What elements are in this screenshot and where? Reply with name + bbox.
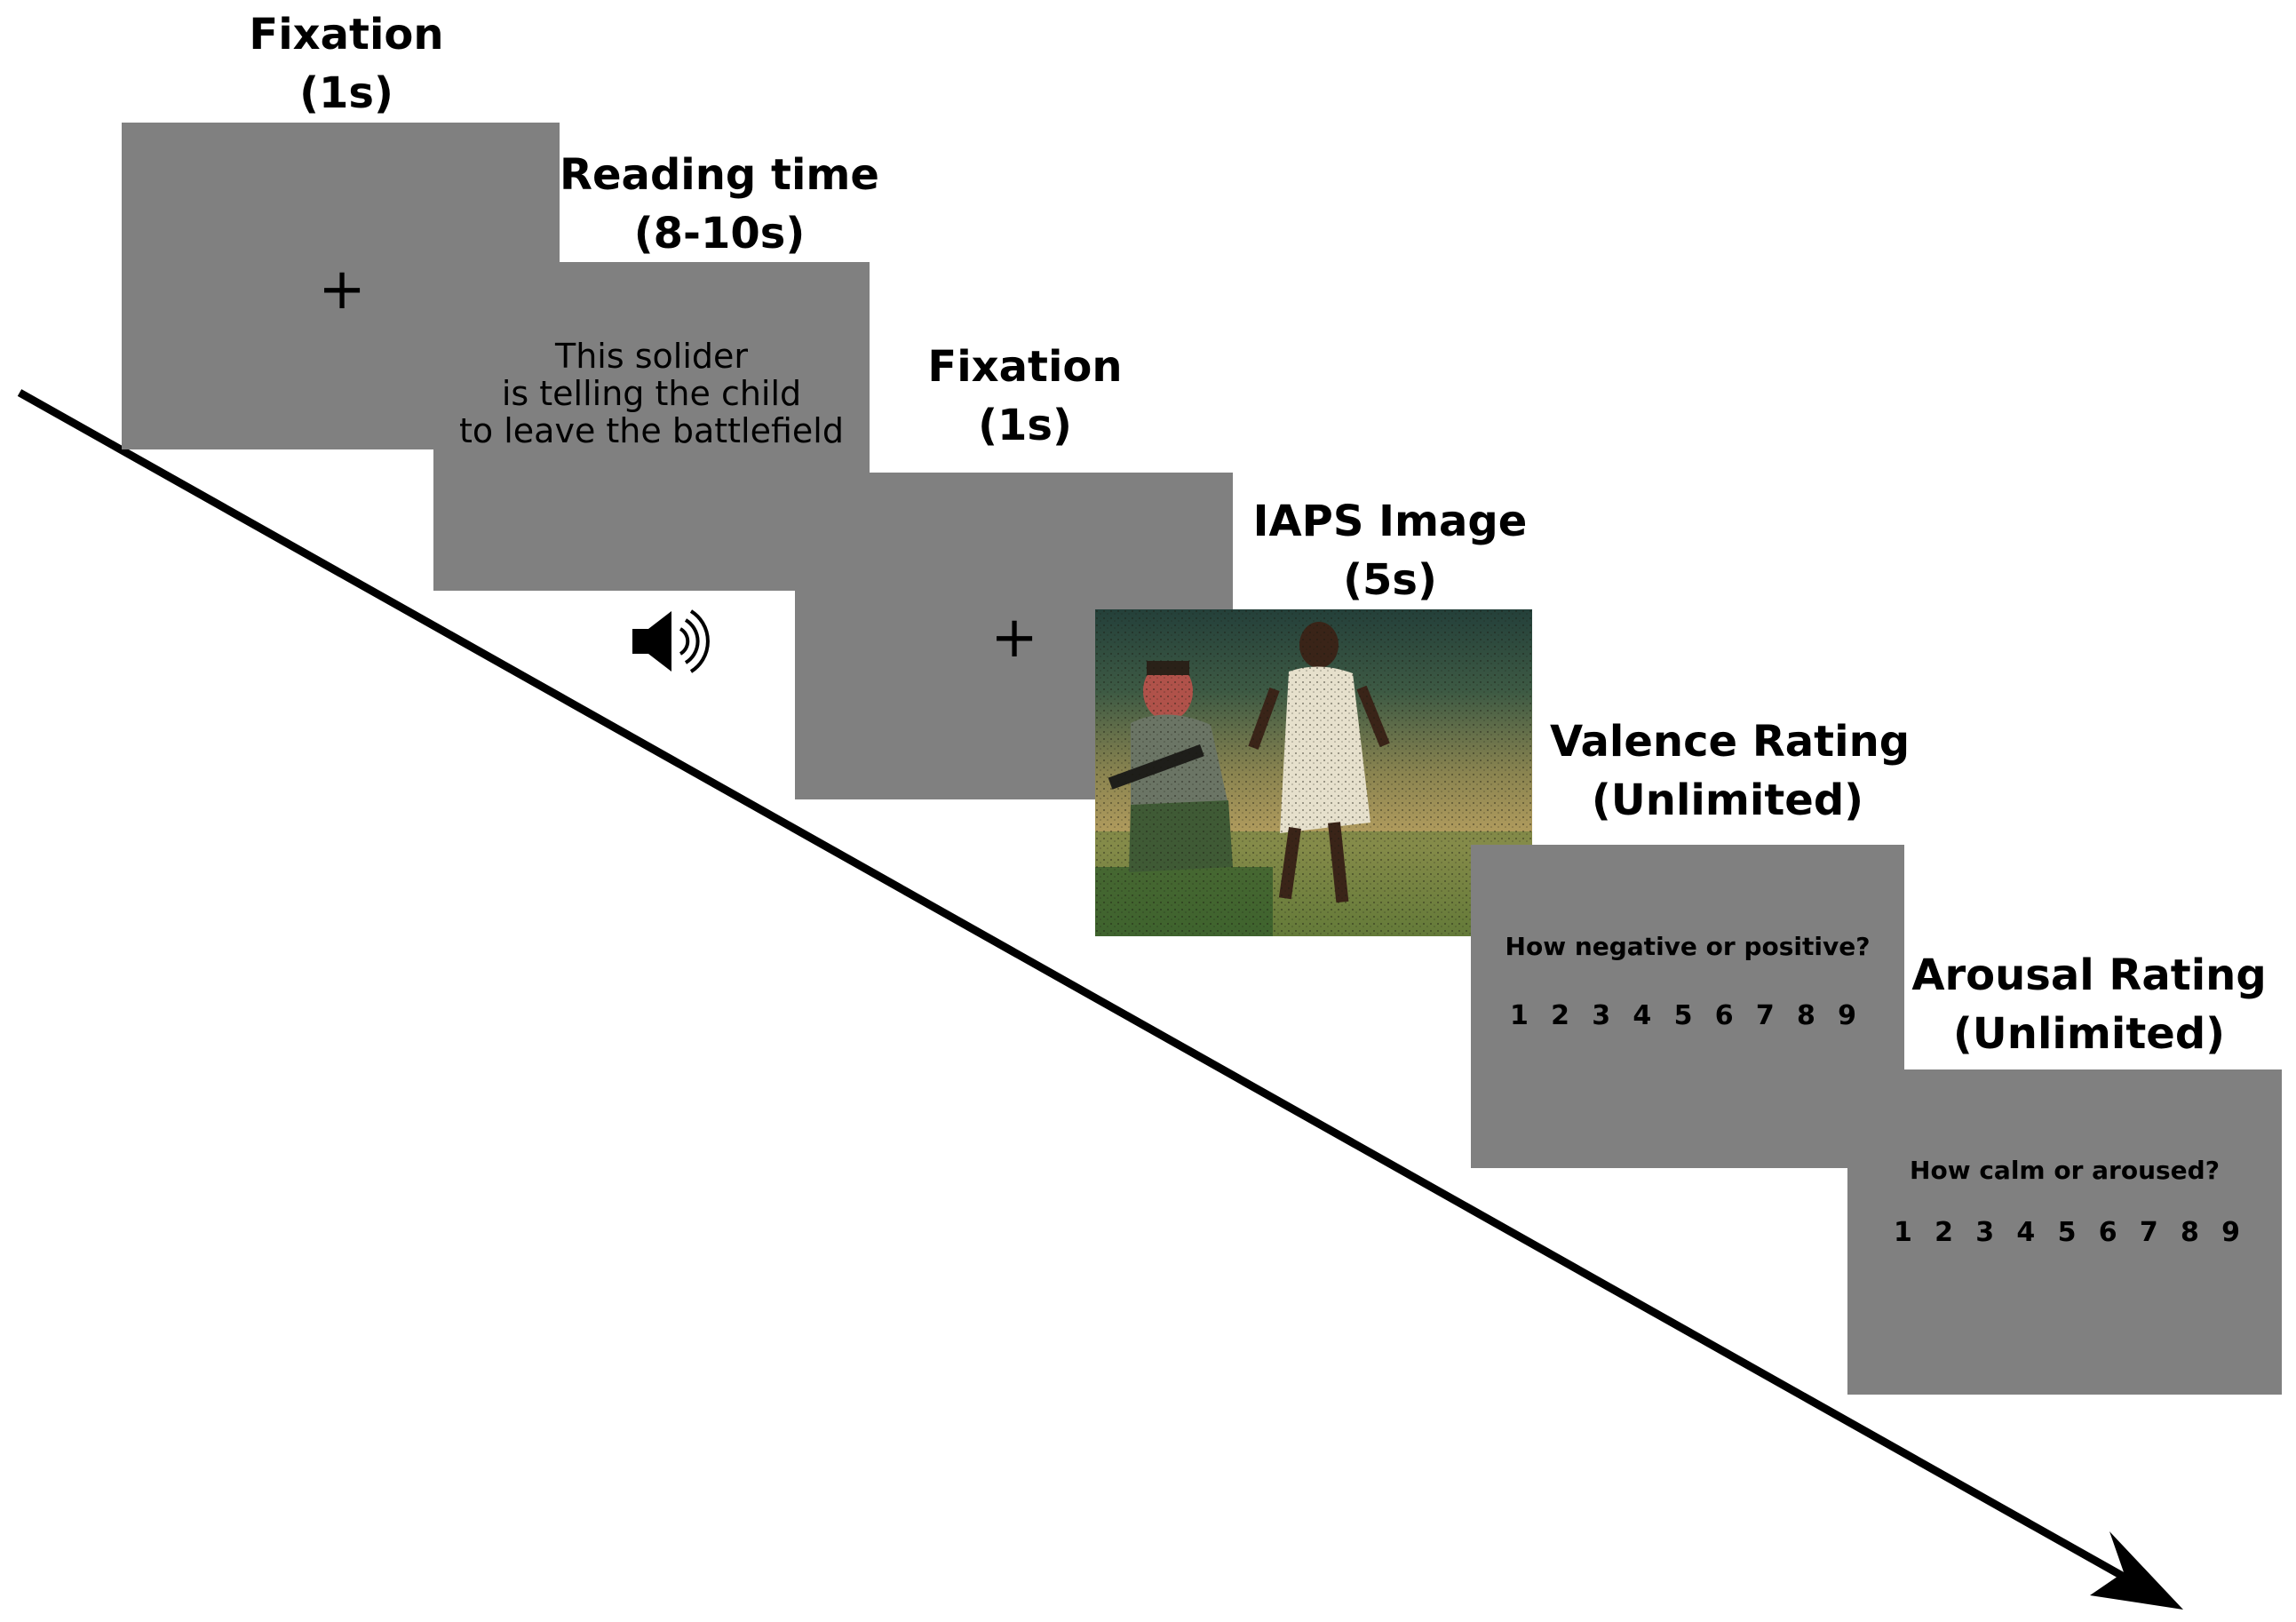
arousal-scale: 1 2 3 4 5 6 7 8 9	[1894, 1217, 2240, 1248]
valence-option-7[interactable]: 7	[1755, 1000, 1775, 1031]
fixation-2-title: Fixation (1s)	[892, 338, 1158, 455]
valence-option-1[interactable]: 1	[1510, 1000, 1529, 1031]
arousal-title: Arousal Rating (Unlimited)	[1911, 946, 2267, 1063]
arousal-option-6[interactable]: 6	[2098, 1217, 2117, 1248]
fixation-1-cross: +	[318, 257, 366, 322]
fixation-1-duration: (1s)	[299, 68, 393, 118]
arousal-option-4[interactable]: 4	[2016, 1217, 2036, 1248]
iaps-photo	[1095, 609, 1532, 936]
valence-scale: 1 2 3 4 5 6 7 8 9	[1510, 1000, 1856, 1031]
valence-title: Valence Rating (Unlimited)	[1550, 712, 1911, 830]
reading-label: Reading time	[560, 150, 879, 200]
valence-option-4[interactable]: 4	[1633, 1000, 1652, 1031]
sentence-line-2: is telling the child	[501, 374, 802, 413]
sentence-line-3: to leave the battlefield	[459, 411, 844, 450]
arousal-option-9[interactable]: 9	[2221, 1217, 2240, 1248]
arousal-label: Arousal Rating	[1911, 950, 2267, 1000]
arousal-option-7[interactable]: 7	[2139, 1217, 2158, 1248]
fixation-1-label: Fixation	[249, 10, 444, 60]
valence-option-2[interactable]: 2	[1551, 1000, 1570, 1031]
arousal-option-5[interactable]: 5	[2057, 1217, 2077, 1248]
arousal-option-8[interactable]: 8	[2180, 1217, 2199, 1248]
valence-screen	[1471, 845, 1904, 1168]
reading-sentence: This solider is telling the child to lea…	[433, 338, 870, 449]
fixation-2-duration: (1s)	[978, 401, 1072, 450]
arousal-duration: (Unlimited)	[1952, 1009, 2226, 1059]
arousal-option-2[interactable]: 2	[1935, 1217, 1954, 1248]
reading-title: Reading time (8-10s)	[560, 146, 879, 263]
valence-label: Valence Rating	[1550, 717, 1911, 767]
arousal-screen	[1847, 1069, 2282, 1395]
valence-option-6[interactable]: 6	[1714, 1000, 1734, 1031]
arousal-option-1[interactable]: 1	[1894, 1217, 1912, 1248]
fixation-2-label: Fixation	[927, 342, 1123, 392]
speaker-icon	[632, 609, 710, 673]
iaps-label: IAPS Image	[1252, 497, 1528, 546]
sentence-line-1: This solider	[554, 337, 748, 376]
iaps-duration: (5s)	[1343, 555, 1437, 605]
fixation-2-cross: +	[990, 605, 1038, 671]
valence-option-9[interactable]: 9	[1838, 1000, 1856, 1031]
fixation-1-title: Fixation (1s)	[213, 5, 480, 123]
arousal-question: How calm or aroused?	[1910, 1156, 2220, 1185]
valence-question: How negative or positive?	[1505, 932, 1871, 961]
valence-duration: (Unlimited)	[1591, 775, 1864, 825]
valence-option-8[interactable]: 8	[1796, 1000, 1815, 1031]
arousal-option-3[interactable]: 3	[1975, 1217, 1995, 1248]
iaps-title: IAPS Image (5s)	[1243, 492, 1537, 609]
valence-option-3[interactable]: 3	[1592, 1000, 1611, 1031]
reading-duration: (8-10s)	[633, 209, 806, 258]
valence-option-5[interactable]: 5	[1673, 1000, 1693, 1031]
